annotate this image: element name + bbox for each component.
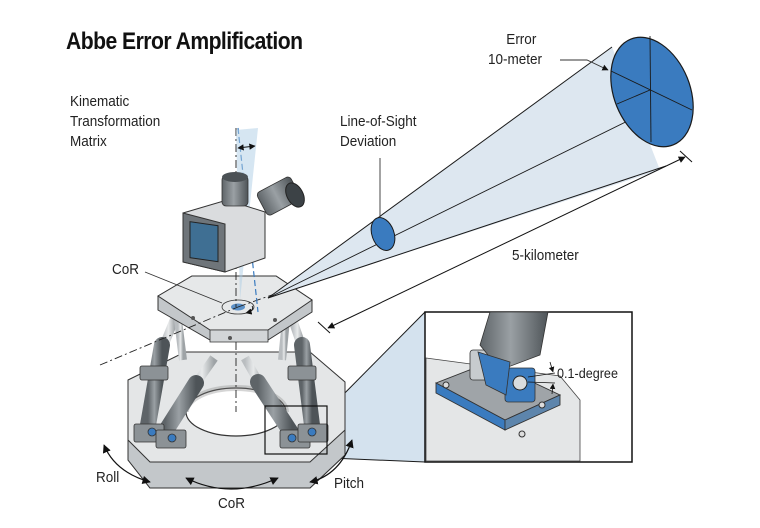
roll-arrow <box>102 444 151 484</box>
cor-arrow <box>185 477 279 490</box>
angle-label: 0.1-degree <box>557 365 618 381</box>
error-target-disc <box>610 35 694 148</box>
leg <box>241 355 300 442</box>
rotation-arrows <box>102 439 354 490</box>
deviation-arrow <box>237 143 256 151</box>
roll-label: Roll <box>96 469 120 486</box>
actuator-legs <box>140 316 320 442</box>
error-label: Error 10-meter <box>488 31 543 68</box>
kinematic-label: Kinematic Transformation Matrix <box>70 93 161 150</box>
cor-label-top: CoR <box>112 261 140 278</box>
diagram-title: Abbe Error Amplification <box>66 28 303 55</box>
pitch-arrow <box>309 439 354 485</box>
joint-mounts <box>133 365 329 449</box>
distance-label: 5-kilometer <box>512 247 579 264</box>
camera-lens <box>256 176 305 216</box>
inset-detail <box>424 311 633 463</box>
leg <box>140 316 180 433</box>
cor-label-bottom: CoR <box>218 495 246 512</box>
leg <box>157 355 218 440</box>
inset-highlight-box <box>264 405 328 455</box>
camera <box>182 172 305 273</box>
top-platform <box>157 275 313 343</box>
distance-dimension <box>317 150 693 334</box>
line-of-sight-label: Line-of-Sight Deviation <box>340 113 417 150</box>
pitch-label: Pitch <box>334 475 365 492</box>
